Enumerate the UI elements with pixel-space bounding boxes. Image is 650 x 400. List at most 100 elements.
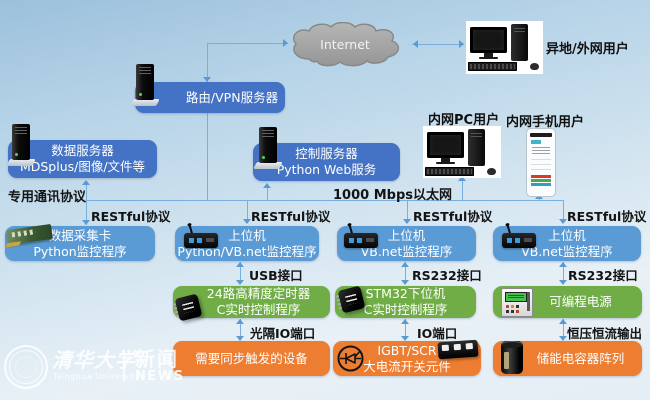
igbt-scr-label: IGBT/SCR [377, 342, 437, 358]
industrial-pc-icon [502, 224, 538, 250]
pcb-card-icon [6, 222, 54, 249]
connector-line [405, 319, 406, 339]
connector-line [240, 262, 241, 284]
arrowhead [459, 40, 464, 48]
watermark-divider [123, 350, 125, 382]
internet-label: Internet [320, 37, 370, 52]
rs232-interface-label-1: RS232接口 [412, 268, 482, 283]
connector-line [207, 43, 288, 44]
arrowhead [559, 280, 567, 285]
host-pc-box-2: 上位机 VB.net监控程序 [337, 226, 476, 261]
control-server-label: 控制服务器 [295, 146, 358, 161]
capacitor-array-label: 储能电容器阵列 [536, 350, 625, 366]
data-server-sublabel: MDSplus/图像/文件等 [19, 159, 146, 174]
restful-protocol-label-3: RESTful协议 [413, 209, 493, 224]
restful-protocol-label-1: RESTful协议 [91, 209, 171, 224]
arrowhead [82, 220, 90, 225]
connector-line [86, 181, 87, 225]
connector-line [267, 184, 268, 201]
restful-protocol-label-4: RESTful协议 [567, 209, 647, 224]
trigger-devices-label: 需要同步触发的设备 [195, 350, 308, 366]
stm32-label: STM32下位机 [365, 286, 446, 301]
arrowhead [236, 336, 244, 341]
igbt-scr-sublabel: 大电流开关元件 [363, 358, 451, 374]
arrowhead [236, 280, 244, 285]
power-supply-label: 可编程电源 [549, 294, 612, 309]
daq-card-label: 数据采集卡 [48, 227, 112, 243]
host-pc-label: 上位机 [387, 227, 426, 243]
host-pc-sublabel: VB.net监控程序 [360, 243, 453, 259]
connector-line [563, 319, 564, 339]
router-vpn-server-box: 路由/VPN服务器 [135, 82, 285, 113]
watermark: 清华大学 Tsinghua University 新闻 NEWS [4, 340, 184, 396]
host-pc-label: 上位机 [548, 227, 586, 243]
connector-line [462, 177, 463, 201]
arrowhead [413, 40, 418, 48]
arrowhead [401, 319, 409, 324]
internet-cloud-shape [292, 22, 399, 67]
watermark-university-en: Tsinghua University [53, 372, 141, 381]
igbt-module-icon [437, 338, 480, 362]
connector-line [405, 262, 406, 284]
opto-io-port-label: 光隔IO端口 [250, 326, 316, 341]
chip-icon [337, 285, 367, 316]
chip-icon [174, 293, 204, 324]
stm32-sublabel: C实时控制程序 [363, 302, 448, 317]
io-port-label: IO端口 [417, 326, 458, 341]
host-pc-sublabel: VB.net监控程序 [521, 243, 613, 259]
usb-interface-label: USB接口 [249, 268, 303, 283]
intranet-pc-user-label: 内网PC用户 [428, 113, 500, 128]
arrowhead [401, 280, 409, 285]
arrowhead [401, 336, 409, 341]
thyristor-symbol-icon [337, 345, 364, 372]
watermark-university-cn: 清华大学 [52, 348, 136, 372]
timer-label: 24路高精度定时器 [206, 286, 311, 301]
ethernet-bus-line [86, 200, 564, 201]
ethernet-label: 1000 Mbps以太网 [333, 188, 452, 203]
capacitor-icon [500, 339, 525, 376]
watermark-news-cn: 新闻 [135, 347, 179, 371]
watermark-news-en: NEWS [135, 369, 185, 384]
timer-box: 24路高精度定时器 C实时控制程序 [173, 286, 330, 318]
industrial-pc-icon [344, 224, 380, 250]
industrial-pc-icon [184, 224, 220, 250]
restful-protocol-label-2: RESTful协议 [251, 209, 331, 224]
connector-line [407, 201, 408, 223]
router-vpn-server-label: 路由/VPN服务器 [185, 89, 279, 105]
rs232-interface-label-2: RS232接口 [568, 268, 638, 283]
arrowhead [401, 262, 409, 267]
arrowhead [263, 183, 271, 188]
arrowhead [559, 219, 567, 224]
smartphone-icon [526, 128, 556, 197]
desktop-pc-icon [466, 21, 543, 74]
arrowhead [243, 219, 251, 224]
arrowhead [458, 176, 466, 181]
arrowhead [559, 319, 567, 324]
arrowhead [236, 319, 244, 324]
arrowhead [203, 77, 211, 82]
server-icon [253, 127, 283, 171]
external-user-label: 异地/外网用户 [546, 42, 629, 57]
server-icon [130, 64, 160, 108]
trigger-devices-box: 需要同步触发的设备 [173, 341, 330, 376]
connector-line [563, 201, 564, 223]
connector-line [207, 43, 208, 82]
host-pc-label: 上位机 [228, 227, 266, 243]
university-seal-icon [4, 345, 48, 389]
arrowhead [236, 262, 244, 267]
intranet-phone-user-label: 内网手机用户 [506, 115, 585, 130]
connector-line [240, 319, 241, 339]
arrowhead [403, 219, 411, 224]
arrowhead [559, 336, 567, 341]
power-supply-icon [501, 288, 533, 317]
cv-cc-output-label: 恒压恒流输出 [567, 326, 643, 341]
arrowhead [82, 180, 90, 185]
arrowhead [283, 39, 288, 47]
control-server-sublabel: Python Web服务 [276, 162, 377, 177]
dedicated-protocol-label: 专用通讯协议 [8, 190, 87, 205]
connector-line [207, 113, 208, 201]
daq-card-sublabel: Python监控程序 [33, 243, 127, 259]
data-server-label: 数据服务器 [51, 143, 114, 158]
connector-line [247, 201, 248, 223]
